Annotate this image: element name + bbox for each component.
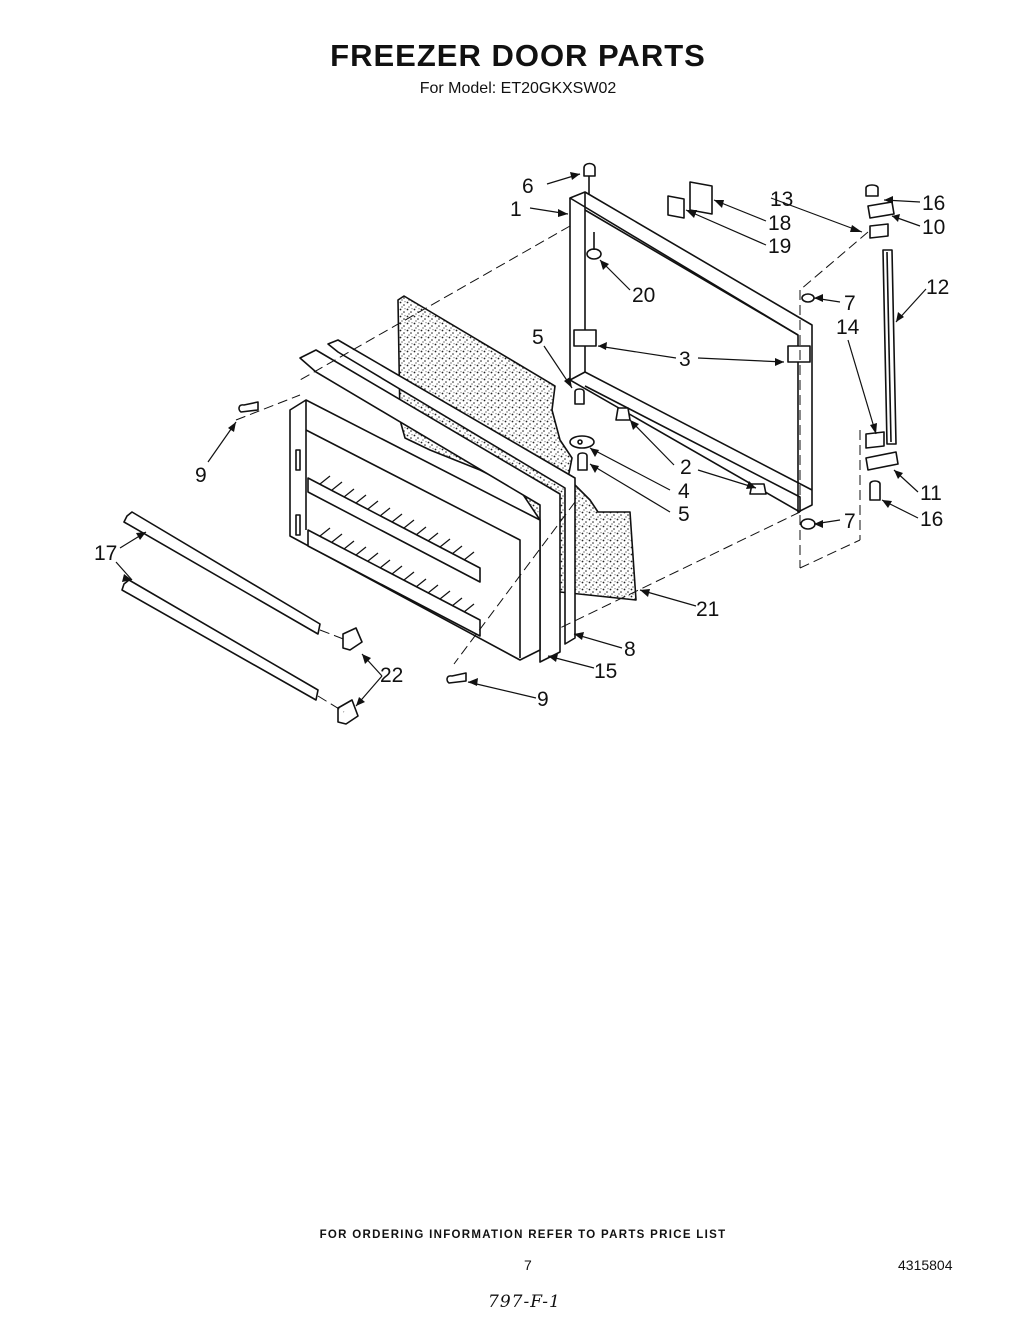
leader-arrowheads <box>122 172 904 706</box>
door-liner <box>289 399 541 661</box>
ordering-info-footer: FOR ORDERING INFORMATION REFER TO PARTS … <box>319 1229 727 1241</box>
callout-22: 22 <box>380 664 403 687</box>
callout-16-top: 16 <box>922 192 945 215</box>
callout-20: 20 <box>632 284 655 307</box>
door-frame-part <box>569 191 813 513</box>
callout-14: 14 <box>836 316 860 339</box>
callout-7-bottom: 7 <box>844 510 856 533</box>
page-number: 7 <box>524 1257 532 1273</box>
callout-2: 2 <box>680 456 692 479</box>
callout-13: 13 <box>770 188 793 211</box>
hardware-parts-2-4-5 <box>569 388 767 495</box>
alignment-lines <box>235 225 869 713</box>
document-number: 4315804 <box>898 1257 953 1273</box>
callout-5-top: 5 <box>532 326 544 349</box>
callout-5-bottom: 5 <box>678 503 690 526</box>
screw-part-9-upper <box>238 401 259 413</box>
screw-part-6 <box>583 162 596 194</box>
end-cap-part-22-upper <box>342 627 363 651</box>
screw-part-9-lower <box>446 672 467 684</box>
callout-1: 1 <box>510 198 522 221</box>
gasket-part-8 <box>327 339 576 645</box>
stop-part-20 <box>586 232 602 260</box>
callout-15: 15 <box>594 660 617 683</box>
shelf-ribs <box>319 475 475 613</box>
callout-17: 17 <box>94 542 117 565</box>
end-cap-part-22-lower <box>337 699 359 725</box>
callout-10: 10 <box>922 216 945 239</box>
callout-12: 12 <box>926 276 949 299</box>
pad-part-18 <box>689 181 713 215</box>
callout-21: 21 <box>696 598 719 621</box>
shelf-bar-part-17-upper <box>123 511 321 635</box>
handwritten-note: 797-F-1 <box>488 1292 561 1312</box>
pad-part-19 <box>667 195 685 219</box>
callout-6: 6 <box>522 175 534 198</box>
callout-labels: 6 1 13 18 19 16 10 20 12 7 14 5 3 9 2 4 … <box>94 175 949 711</box>
page-title: FREEZER DOOR PARTS <box>330 38 706 73</box>
callout-16-bottom: 16 <box>920 508 943 531</box>
callout-19: 19 <box>768 235 791 258</box>
callout-11: 11 <box>920 482 942 505</box>
model-subtitle: For Model: ET20GKXSW02 <box>419 80 617 97</box>
callout-8: 8 <box>624 638 636 661</box>
callout-9-upper: 9 <box>195 464 207 487</box>
callout-7-top: 7 <box>844 292 856 315</box>
callout-9-lower: 9 <box>537 688 549 711</box>
callout-4: 4 <box>678 480 690 503</box>
hinge-hardware <box>865 184 899 501</box>
bushing-parts-7 <box>800 293 816 530</box>
callout-18: 18 <box>768 212 791 235</box>
shelf-bar-part-17-lower <box>121 579 319 701</box>
callout-3: 3 <box>679 348 691 371</box>
